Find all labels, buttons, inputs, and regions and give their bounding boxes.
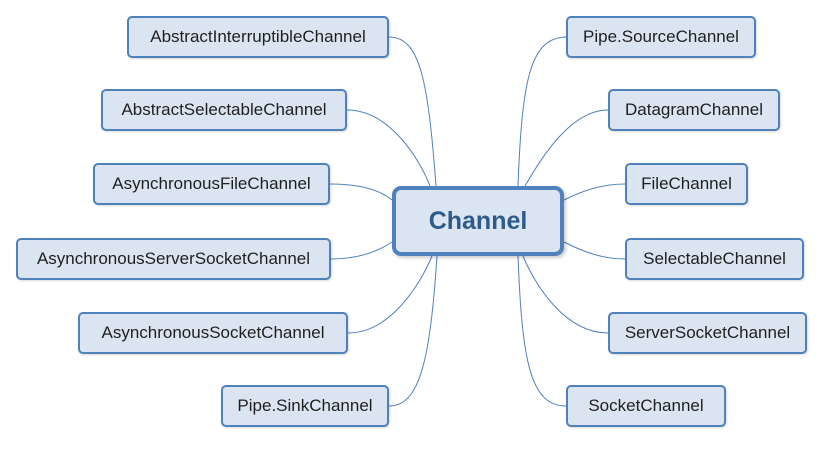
connector-file (563, 183, 626, 201)
connector-async-server-socket (330, 241, 393, 260)
central-node-channel: Channel (392, 186, 564, 256)
connector-pipe-source (517, 36, 568, 187)
node-file-channel: FileChannel (625, 163, 748, 205)
node-abstract-selectable-channel: AbstractSelectableChannel (101, 89, 347, 131)
connector-abstract-selectable (346, 109, 431, 187)
node-selectable-channel: SelectableChannel (625, 238, 804, 280)
node-pipe-source-channel: Pipe.SourceChannel (566, 16, 756, 58)
connector-async-file (329, 183, 393, 201)
connector-datagram (524, 109, 609, 187)
connector-pipe-sink (388, 255, 438, 407)
connector-abstract-interruptible (388, 36, 437, 187)
node-server-socket-channel: ServerSocketChannel (608, 312, 807, 354)
node-abstract-interruptible-channel: AbstractInterruptibleChannel (127, 16, 389, 58)
node-pipe-sink-channel: Pipe.SinkChannel (221, 385, 389, 427)
node-asynchronous-file-channel: AsynchronousFileChannel (93, 163, 330, 205)
node-socket-channel: SocketChannel (566, 385, 726, 427)
connector-async-socket (347, 255, 433, 334)
node-asynchronous-server-socket-channel: AsynchronousServerSocketChannel (16, 238, 331, 280)
node-datagram-channel: DatagramChannel (608, 89, 780, 131)
connector-socket (517, 255, 567, 407)
connector-selectable (563, 241, 626, 260)
node-asynchronous-socket-channel: AsynchronousSocketChannel (78, 312, 348, 354)
connector-server-socket (522, 255, 609, 334)
